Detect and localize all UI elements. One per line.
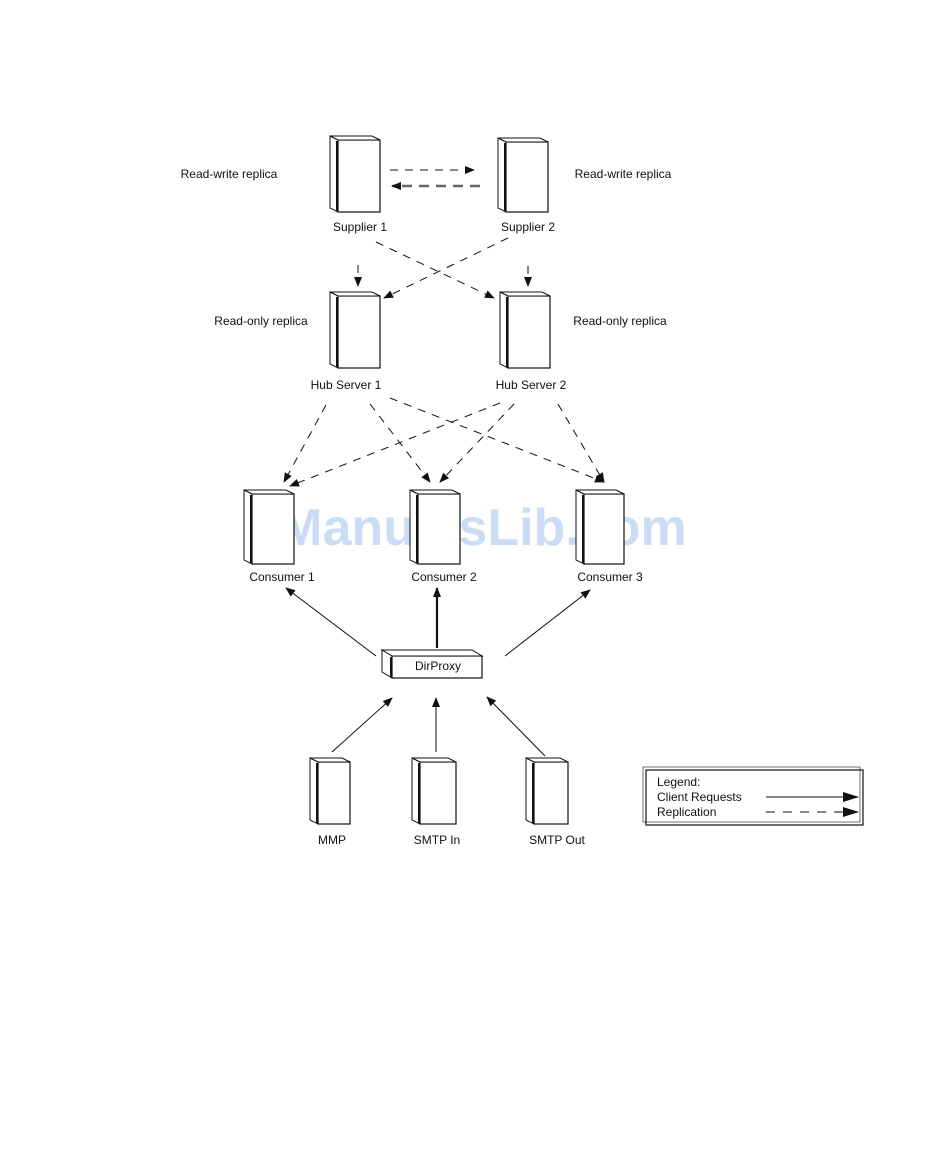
server-consumer-3 (576, 490, 624, 564)
supplier-1-label: Supplier 1 (333, 220, 387, 234)
hub-1-label: Hub Server 1 (311, 378, 382, 392)
supplier-2-role-label: Read-write replica (575, 167, 672, 181)
edge-replication-supplier2-to-hub1 (384, 238, 508, 298)
edge-client-dirproxy-to-consumer3 (505, 590, 590, 656)
supplier-2-label: Supplier 2 (501, 220, 555, 234)
dirproxy-label: DirProxy (415, 659, 461, 673)
edge-replication-hub1-to-consumer3 (390, 398, 604, 482)
server-smtp-out (526, 758, 568, 824)
server-supplier-2 (498, 138, 548, 212)
edge-client-mmp-to-dirproxy (332, 698, 392, 752)
consumer-1-label: Consumer 1 (249, 570, 315, 584)
mmp-label: MMP (318, 833, 346, 847)
server-mmp (310, 758, 350, 824)
edge-client-dirproxy-to-consumer1 (286, 588, 376, 656)
watermark-text: ManualsLib.com (279, 499, 686, 557)
edge-replication-hub2-to-consumer1 (290, 403, 500, 486)
smtp-in-label: SMTP In (414, 833, 460, 847)
legend-title: Legend: (657, 775, 700, 789)
hub-2-label: Hub Server 2 (496, 378, 567, 392)
edge-replication-hub2-to-consumer2 (440, 404, 514, 482)
supplier-1-role-label: Read-write replica (181, 167, 278, 181)
edge-replication-hub2-to-consumer3 (558, 404, 604, 482)
server-consumer-1 (244, 490, 294, 564)
server-supplier-1 (330, 136, 380, 212)
server-smtp-in (412, 758, 456, 824)
server-consumer-2 (410, 490, 460, 564)
legend-client-requests-label: Client Requests (657, 790, 742, 804)
hub-2-role-label: Read-only replica (573, 314, 667, 328)
legend-replication-label: Replication (657, 805, 716, 819)
legend-box: Legend: Client Requests Replication (643, 767, 863, 825)
consumer-3-label: Consumer 3 (577, 570, 643, 584)
server-hub-2 (500, 292, 550, 368)
server-hub-1 (330, 292, 380, 368)
smtp-out-label: SMTP Out (529, 833, 585, 847)
edge-replication-hub1-to-consumer1 (284, 405, 326, 482)
consumer-2-label: Consumer 2 (411, 570, 477, 584)
hub-1-role-label: Read-only replica (214, 314, 308, 328)
edge-client-smtp-out-to-dirproxy (487, 697, 545, 756)
edge-replication-supplier1-to-hub2 (376, 242, 494, 298)
